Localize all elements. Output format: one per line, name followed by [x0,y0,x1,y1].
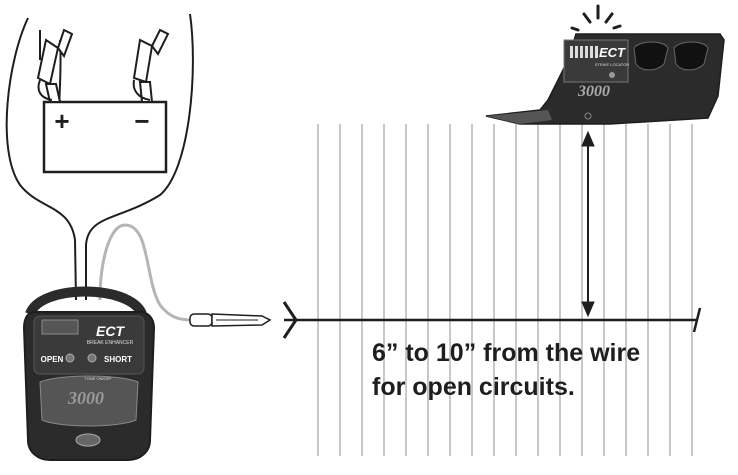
caption: 6” to 10” from the wire for open circuit… [372,336,732,404]
open-indicator-light [65,353,75,363]
tester-model-label: ECT [96,323,125,339]
beep-rays-icon [570,4,622,32]
tester-handle [25,286,147,317]
tester-device: ECT BREAK ENHANCER OPEN SHORT TONE ON/OF… [22,286,156,461]
field-lines [317,124,693,456]
signal-bars [570,46,598,58]
tester-open-label: OPEN [41,355,64,364]
alligator-clip-positive [36,28,74,103]
caption-line-2: for open circuits. [372,373,575,401]
battery: + − [42,100,168,174]
receiver-indicator [609,72,615,78]
receiver-number: 3000 [577,83,610,100]
tester-number: 3000 [67,388,104,408]
receiver-sensor [584,112,592,120]
tester-short-label: SHORT [104,355,132,364]
receiver-grip-left [633,41,669,71]
tester-subtitle: BREAK ENHANCER [87,340,134,346]
wire [282,301,702,339]
distance-arrow [581,130,595,318]
battery-positive-label: + [54,106,69,136]
receiver-subtitle: STRIKE LOCATOR [595,62,630,67]
tester-mode-label: TONE ON/OFF [84,376,112,381]
receiver-grip-right [673,41,709,71]
probe [189,313,272,327]
tester-badge [75,433,101,447]
alligator-clip-negative [132,28,170,103]
caption-line-1: 6” to 10” from the wire [372,339,641,367]
battery-negative-label: − [134,106,149,136]
probe-lead [98,223,193,322]
brand-logo [41,319,79,335]
short-indicator-light [87,353,97,363]
receiver-device: ECT STRIKE LOCATOR 3000 [485,33,725,125]
receiver-model-label: ECT [599,45,626,60]
